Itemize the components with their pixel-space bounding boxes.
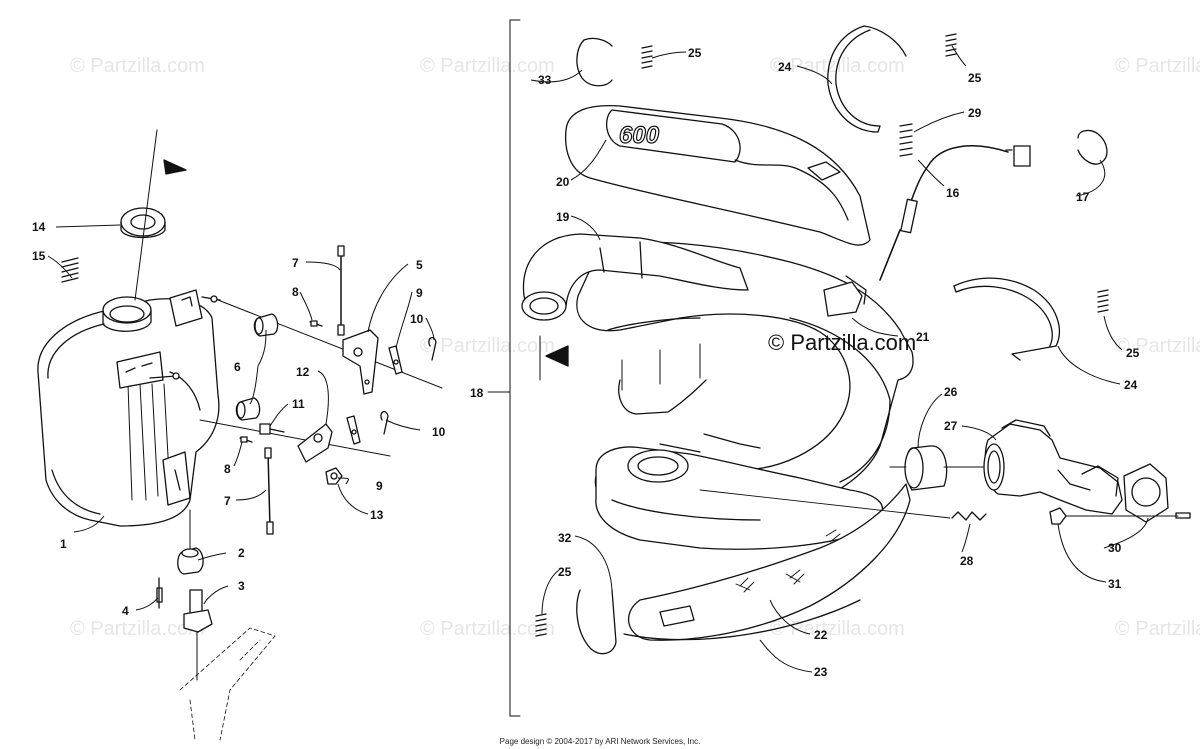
callout-11: 11	[292, 397, 305, 411]
callout-31: 31	[1108, 577, 1122, 591]
callout-15: 15	[32, 249, 46, 263]
callout-20: 20	[556, 175, 570, 189]
watermark: © Partzilla.com	[770, 618, 905, 640]
tailpipe	[595, 446, 883, 550]
callout-21: 21	[916, 330, 930, 344]
callout-17: 17	[1076, 190, 1090, 204]
callout-16: 16	[946, 186, 960, 200]
footer-credit: Page design © 2004-2017 by ARI Network S…	[499, 737, 701, 746]
bracket-12	[297, 423, 333, 463]
watermark: © Partzilla.com	[70, 618, 205, 640]
callout-7: 7	[224, 494, 231, 508]
callout-23: 23	[814, 665, 828, 679]
center-watermark: © Partzilla.com	[768, 330, 917, 355]
callout-25: 25	[968, 71, 982, 85]
callout-32: 32	[558, 531, 572, 545]
callout-22: 22	[814, 628, 828, 642]
spring-25	[535, 33, 1109, 637]
callout-8: 8	[292, 285, 299, 299]
callout-33: 33	[538, 73, 552, 87]
callout-30: 30	[1108, 541, 1122, 555]
callout-25: 25	[558, 565, 572, 579]
watermark: © Partzilla.com	[420, 335, 555, 357]
stud-bolt	[1175, 512, 1191, 519]
clamp-32	[576, 589, 617, 655]
callout-18: 18	[470, 386, 484, 400]
nut-31	[1049, 507, 1067, 525]
r-clip-10	[380, 337, 437, 435]
callout-6: 6	[234, 360, 241, 374]
seal-26	[904, 445, 948, 491]
callout-3: 3	[238, 579, 245, 593]
callout-8: 8	[224, 462, 231, 476]
callout-9: 9	[416, 286, 423, 300]
clamp-17	[1077, 129, 1108, 165]
callout-25: 25	[688, 46, 702, 60]
gasket-30	[1123, 463, 1169, 523]
watermark: © Partzilla.com	[70, 55, 205, 77]
callout-4: 4	[122, 604, 129, 618]
spring-15	[61, 257, 79, 283]
band-clamp-24	[827, 25, 1060, 361]
callout-2: 2	[238, 546, 245, 560]
watermark: © Partzilla.com	[1115, 335, 1200, 357]
grommet-6	[235, 313, 279, 421]
callout-26: 26	[944, 385, 958, 399]
watermark: © Partzilla.com	[420, 618, 555, 640]
callout-13: 13	[370, 508, 384, 522]
clip-9	[346, 345, 403, 445]
callout-24: 24	[778, 60, 792, 74]
lower-heat-shield-22	[623, 483, 911, 641]
oil-tank	[37, 289, 221, 527]
callout-27: 27	[944, 419, 958, 433]
inlet-pipe-19	[521, 233, 749, 321]
cable-7	[264, 245, 345, 535]
clamp-33	[576, 37, 613, 87]
bracket-5	[342, 329, 379, 395]
filler-gasket	[120, 207, 166, 239]
callout-7: 7	[292, 256, 299, 270]
engine-size-badge: 600	[619, 122, 660, 149]
spring-28	[951, 511, 987, 521]
watermark: © Partzilla.com	[420, 55, 555, 77]
watermark: © Partzilla.com	[1115, 618, 1200, 640]
pin-4	[156, 577, 163, 609]
egt-sensor-16	[879, 145, 1031, 281]
callout-9: 9	[376, 479, 383, 493]
callout-24: 24	[1124, 378, 1138, 392]
pin-8	[239, 320, 323, 443]
fitting-3	[183, 589, 213, 633]
bolt-11	[259, 423, 285, 435]
callout-19: 19	[556, 210, 570, 224]
heat-shield-20: 600	[564, 104, 871, 246]
callout-12: 12	[296, 365, 310, 379]
callout-5: 5	[416, 258, 423, 272]
callout-1: 1	[60, 537, 67, 551]
sensor-mount-21	[823, 275, 867, 317]
watermark: © Partzilla.com	[1115, 55, 1200, 77]
nut-13	[325, 467, 343, 485]
chassis-outline	[179, 627, 276, 741]
spring-29	[899, 123, 913, 157]
callout-28: 28	[960, 554, 974, 568]
callout-10: 10	[432, 425, 446, 439]
callout-10: 10	[410, 312, 424, 326]
callout-29: 29	[968, 106, 982, 120]
callout-14: 14	[32, 220, 46, 234]
manifold-27	[983, 419, 1123, 515]
callout-25: 25	[1126, 346, 1140, 360]
grommet-2	[177, 547, 204, 575]
